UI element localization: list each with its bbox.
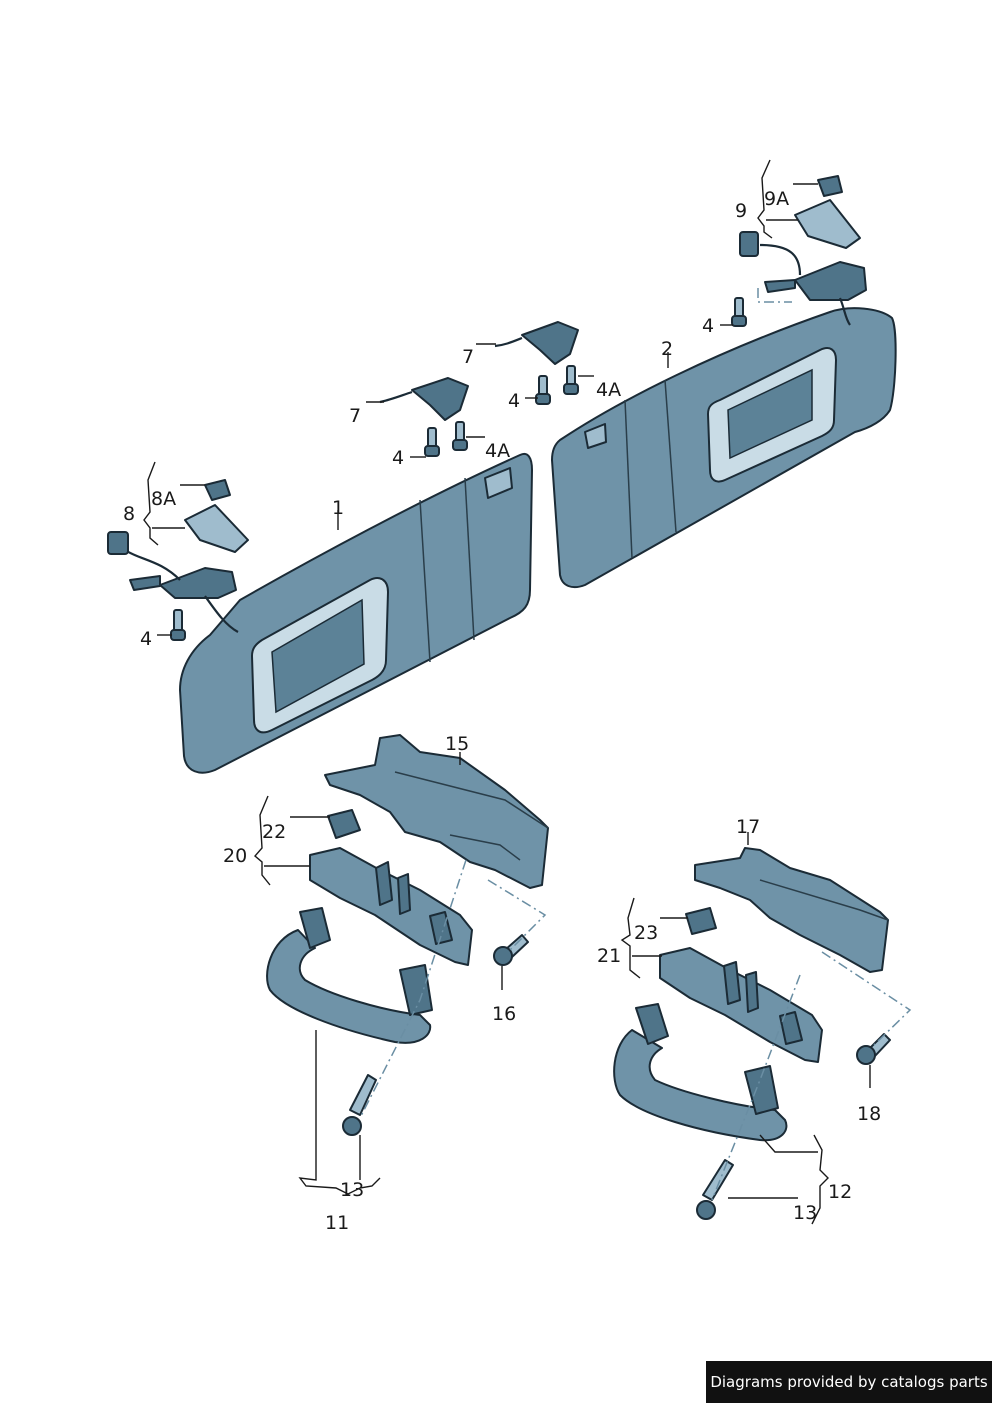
bracket-21 bbox=[659, 947, 823, 1063]
clip-7-right bbox=[494, 321, 579, 365]
clip-23 bbox=[685, 907, 717, 935]
cover-17 bbox=[694, 847, 889, 973]
label-4a-2: 4A bbox=[596, 379, 621, 401]
label-15: 15 bbox=[445, 733, 469, 755]
label-2: 2 bbox=[661, 338, 673, 360]
label-4-a: 4 bbox=[140, 628, 152, 650]
bracket-20 bbox=[309, 847, 473, 966]
cover-15 bbox=[324, 734, 549, 889]
label-7-b: 7 bbox=[462, 346, 474, 368]
lamp-9a bbox=[794, 175, 861, 249]
label-1: 1 bbox=[332, 497, 344, 519]
lamp-8a bbox=[184, 479, 249, 553]
screw-13-left bbox=[342, 1074, 377, 1136]
leader-lines bbox=[143, 159, 871, 1225]
label-17: 17 bbox=[736, 816, 760, 838]
label-4-b: 4 bbox=[392, 447, 404, 469]
alignment-lines bbox=[359, 288, 912, 1201]
clip-22 bbox=[327, 809, 361, 839]
label-11: 11 bbox=[325, 1212, 349, 1234]
label-16: 16 bbox=[492, 1003, 516, 1025]
label-8: 8 bbox=[123, 503, 135, 525]
screw-13-right bbox=[696, 1159, 734, 1220]
screws bbox=[170, 297, 747, 641]
label-9a: 9A bbox=[764, 188, 789, 210]
label-12: 12 bbox=[828, 1181, 852, 1203]
label-9: 9 bbox=[735, 200, 747, 222]
label-13-a: 13 bbox=[340, 1179, 364, 1201]
label-20: 20 bbox=[223, 845, 247, 867]
label-4a-1: 4A bbox=[485, 440, 510, 462]
label-7-a: 7 bbox=[349, 405, 361, 427]
label-13-b: 13 bbox=[793, 1202, 817, 1224]
credit-banner: Diagrams provided by catalogs parts bbox=[706, 1361, 992, 1403]
clip-7-left bbox=[379, 377, 469, 421]
label-8a: 8A bbox=[151, 488, 176, 510]
label-22: 22 bbox=[262, 821, 286, 843]
label-4-d: 4 bbox=[702, 315, 714, 337]
screw-18 bbox=[856, 1033, 891, 1065]
label-4-c: 4 bbox=[508, 390, 520, 412]
label-21: 21 bbox=[597, 945, 621, 967]
grab-handle-left bbox=[266, 907, 433, 1044]
sun-visor-left bbox=[107, 452, 533, 774]
label-18: 18 bbox=[857, 1103, 881, 1125]
screw-16 bbox=[493, 934, 529, 966]
sun-visor-right bbox=[551, 231, 897, 589]
credit-text: Diagrams provided by catalogs parts bbox=[710, 1373, 988, 1391]
label-23: 23 bbox=[634, 922, 658, 944]
grab-handle-right bbox=[613, 1003, 788, 1142]
